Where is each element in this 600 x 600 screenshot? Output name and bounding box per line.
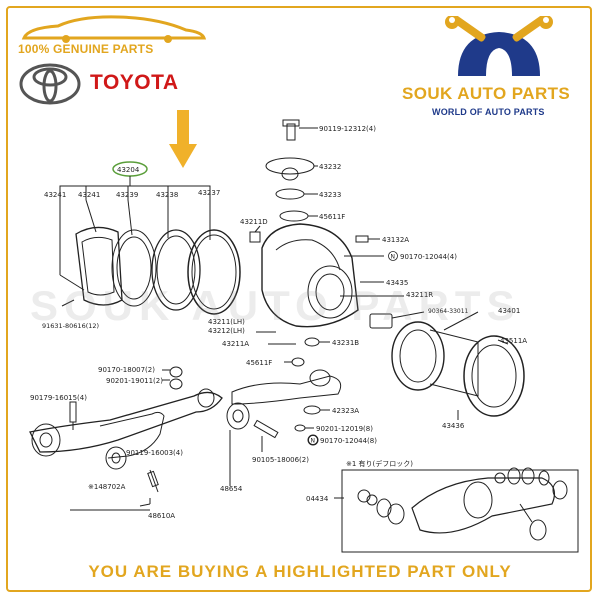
label-43237: 43237 — [198, 189, 220, 197]
arrow-down-icon — [169, 110, 197, 168]
label-43211A: 43211A — [222, 340, 249, 348]
label-04434: 04434 — [306, 495, 329, 503]
label-90179-16015: 90179-16015(4) — [30, 394, 87, 402]
label-43401: 43401 — [498, 307, 520, 315]
car-silhouette-icon — [21, 15, 207, 43]
label-90119-16003: 90119-16003(4) — [126, 449, 183, 457]
label-45611F-bottom: 45611F — [246, 359, 272, 367]
label-43132A: 43132A — [382, 236, 409, 244]
label-n-mark-b: N — [311, 438, 316, 445]
label-90170-18007: 90170-18007(2) — [98, 366, 155, 374]
label-91631-80616: 91631-80616(12) — [42, 322, 99, 330]
seller-name: SOUK AUTO PARTS — [402, 84, 571, 103]
label-43233: 43233 — [319, 191, 341, 199]
label-n-mark-a: N — [391, 254, 396, 261]
label-90119-12312: 90119-12312(4) — [319, 125, 376, 133]
label-43211R: 43211R — [406, 291, 433, 299]
genuine-parts-text: 100% GENUINE PARTS — [18, 42, 154, 56]
label-43232: 43232 — [319, 163, 341, 171]
label-43212-lh: 43212(LH) — [208, 327, 245, 335]
label-48610A: 48610A — [148, 512, 175, 520]
label-43435: 43435 — [386, 279, 408, 287]
label-43241-b: 43241 — [78, 191, 100, 199]
label-45611F-top: 45611F — [319, 213, 345, 221]
label-43239: 43239 — [116, 191, 138, 199]
note-n-marker-b — [308, 435, 318, 445]
label-42323A: 42323A — [332, 407, 359, 415]
label-43238: 43238 — [156, 191, 178, 199]
note-n-marker — [388, 251, 398, 261]
toyota-emblem-icon — [19, 63, 81, 105]
toyota-brand-text: TOYOTA — [90, 71, 179, 94]
label-90201-12019: 90201-12019(8) — [316, 425, 373, 433]
souk-logo-icon — [445, 16, 553, 76]
label-48654: 48654 — [220, 485, 243, 493]
label-90105-18006: 90105-18006(2) — [252, 456, 309, 464]
label-43204-highlighted: 43204 — [117, 166, 140, 174]
page-frame — [6, 6, 592, 592]
label-43511A: 43511A — [500, 337, 527, 345]
label-90170-12044-b: 90170-12044(8) — [320, 437, 377, 445]
label-90364-33011: 90364-33011 — [428, 308, 469, 315]
label-90201-19011: 90201-19011(2) — [106, 377, 163, 385]
label-43211D: 43211D — [240, 218, 268, 226]
label-43231B: 43231B — [332, 339, 359, 347]
label-90170-12044-a: 90170-12044(4) — [400, 253, 457, 261]
label-43436: 43436 — [442, 422, 465, 430]
label-43211-lh: 43211(LH) — [208, 318, 245, 326]
label-note-diff-lock: ※1 有り(デフロック) — [346, 459, 413, 468]
highlighted-part-notice: YOU ARE BUYING A HIGHLIGHTED PART ONLY — [88, 562, 512, 581]
watermark-text: SOUK AUTO PARTS — [30, 282, 521, 329]
seller-tagline: WORLD OF AUTO PARTS — [432, 107, 545, 117]
label-48702A: ※148702A — [88, 483, 126, 491]
label-43241-a: 43241 — [44, 191, 66, 199]
